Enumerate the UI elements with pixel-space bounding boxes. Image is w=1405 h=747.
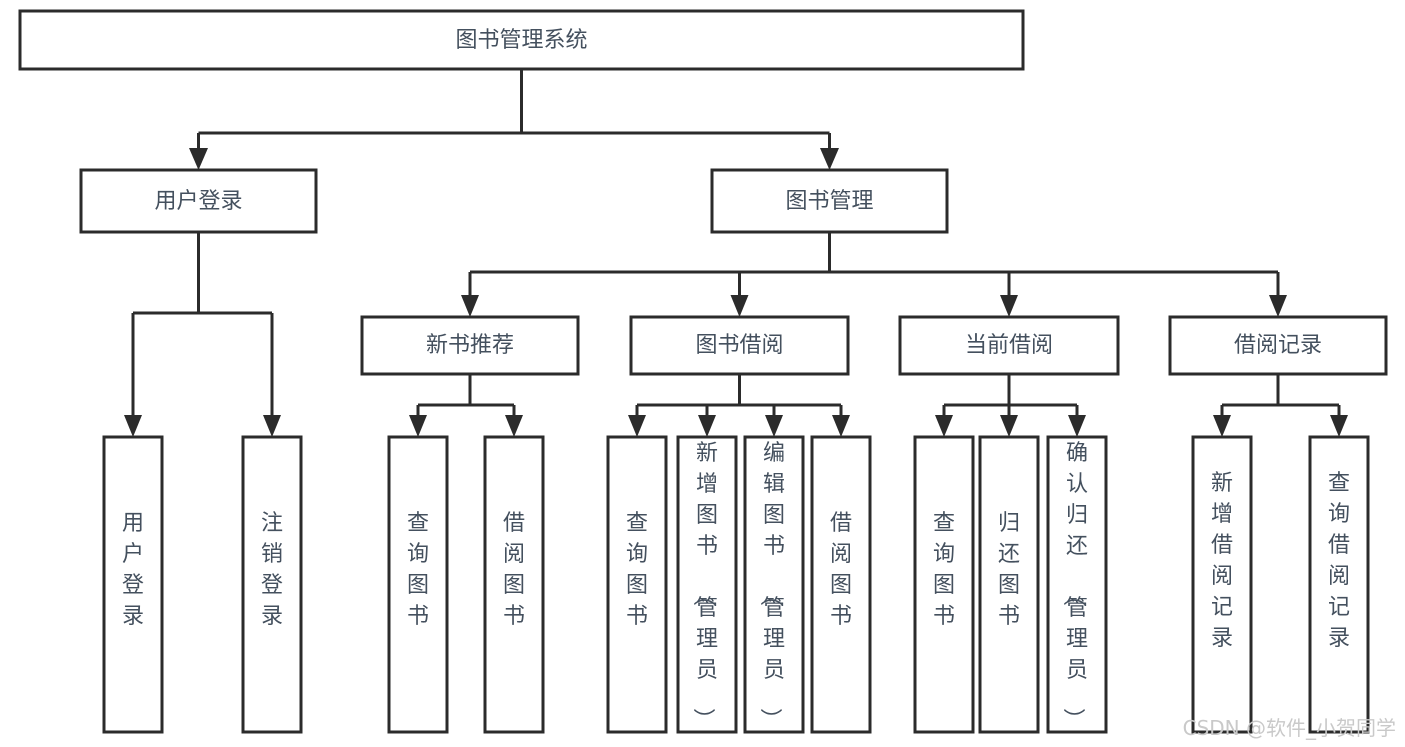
node-leaf-query-book-2-label: 查询图书 [626,511,648,629]
node-new-book-recommend[interactable]: 新书推荐 [360,315,580,376]
node-borrow-record[interactable]: 借阅记录 [1168,315,1388,376]
node-leaf-user-logout-label: 注销登录 [261,511,283,629]
node-leaf-user-login-box[interactable] [102,435,164,734]
node-book-borrow[interactable]: 图书借阅 [629,315,850,376]
node-leaf-borrow-book-1[interactable]: 借阅图书 [483,435,545,734]
node-leaf-query-record-label: 查询借阅记录 [1328,471,1350,651]
arrow-head-leaf-query-book-2 [628,415,646,437]
arrow-head-leaf-edit-book [765,415,783,437]
node-current-borrow-box[interactable] [898,315,1120,376]
arrow-head-leaf-add-book [698,415,716,437]
node-leaf-user-logout[interactable]: 注销登录 [241,435,303,734]
arrow-head-leaf-borrow-book-2 [832,415,850,437]
node-new-book-recommend-box[interactable] [360,315,580,376]
connector-group-current-borrow-to-leaves [935,374,1086,437]
node-leaf-borrow-book-2-box[interactable] [810,435,872,734]
arrow-head-book-manage [820,148,839,170]
node-leaf-query-book-2[interactable]: 查询图书 [606,435,668,734]
node-leaf-borrow-book-1-label: 借阅图书 [503,511,525,629]
arrow-head-leaf-user-login [124,415,142,437]
node-borrow-record-box[interactable] [1168,315,1388,376]
node-leaf-borrow-book-2-label: 借阅图书 [830,511,852,629]
node-leaf-add-book[interactable]: 新增图书（管理员） [676,435,738,734]
connector-group-root-to-level2 [189,69,839,170]
arrow-head-user-login [189,148,208,170]
node-leaf-borrow-book-1-box[interactable] [483,435,545,734]
node-leaf-return-book-label: 归还图书 [998,511,1020,629]
node-root-box[interactable] [18,9,1025,71]
arrow-head-new-book-recommend [461,295,479,317]
node-leaf-edit-book-box[interactable] [743,435,805,734]
node-leaf-query-book-3-label: 查询图书 [933,511,955,629]
connector-group-borrow-record-to-leaves [1213,374,1348,437]
node-leaf-return-book[interactable]: 归还图书 [978,435,1040,734]
node-borrow-record-label: 借阅记录 [1234,333,1322,358]
node-new-book-recommend-label: 新书推荐 [426,333,514,358]
node-book-manage[interactable]: 图书管理 [710,168,949,234]
arrow-head-leaf-confirm-return [1068,415,1086,437]
arrow-head-leaf-query-book-1 [409,415,427,437]
arrow-head-borrow-record [1269,295,1287,317]
node-leaf-add-book-label: 新增图书（管理员） [690,441,718,730]
node-book-manage-label: 图书管理 [785,189,873,214]
node-leaf-edit-book[interactable]: 编辑图书（管理员） [743,435,805,734]
node-current-borrow-label: 当前借阅 [965,333,1053,358]
node-user-login-box[interactable] [79,168,318,234]
arrow-head-leaf-query-book-3 [935,415,953,437]
node-leaf-confirm-return-box[interactable] [1046,435,1108,734]
arrow-head-leaf-return-book [1000,415,1018,437]
node-leaf-user-login[interactable]: 用户登录 [102,435,164,734]
node-leaf-query-book-3-box[interactable] [913,435,975,734]
node-leaf-query-record-box[interactable] [1308,435,1370,734]
arrow-head-leaf-add-record [1213,415,1231,437]
node-book-manage-box[interactable] [710,168,949,234]
arrow-head-leaf-borrow-book-1 [505,415,523,437]
node-leaf-query-record[interactable]: 查询借阅记录 [1308,435,1370,734]
arrow-head-leaf-user-logout [263,415,281,437]
node-leaf-user-logout-box[interactable] [241,435,303,734]
node-leaf-return-book-box[interactable] [978,435,1040,734]
node-leaf-query-book-1-box[interactable] [387,435,449,734]
connector-group-book-manage-to-level3 [461,232,1287,317]
node-user-login[interactable]: 用户登录 [79,168,318,234]
node-root[interactable]: 图书管理系统 [18,9,1025,71]
arrow-head-book-borrow [730,295,749,317]
node-leaf-edit-book-label: 编辑图书（管理员） [757,441,785,730]
connector-group-user-login-to-leaves [124,232,281,437]
node-book-borrow-box[interactable] [629,315,850,376]
node-leaf-query-book-1[interactable]: 查询图书 [387,435,449,734]
node-leaf-borrow-book-2[interactable]: 借阅图书 [810,435,872,734]
node-leaf-add-record-box[interactable] [1191,435,1253,734]
node-leaf-user-login-label: 用户登录 [122,511,144,629]
node-current-borrow[interactable]: 当前借阅 [898,315,1120,376]
node-book-borrow-label: 图书借阅 [695,333,783,358]
node-user-login-label: 用户登录 [154,189,242,214]
node-leaf-confirm-return[interactable]: 确认归还（管理员） [1046,435,1108,734]
connector-group-new-book-recommend-to-leaves [409,374,523,437]
node-root-label: 图书管理系统 [455,28,587,53]
node-leaf-add-record[interactable]: 新增借阅记录 [1191,435,1253,734]
node-leaf-add-book-box[interactable] [676,435,738,734]
node-leaf-query-book-1-label: 查询图书 [407,511,429,629]
csdn-watermark: CSDN @软件_小贺同学 [1183,716,1396,740]
connector-group-book-borrow-to-leaves [628,374,850,437]
arrow-head-current-borrow [1000,295,1018,317]
node-leaf-query-book-2-box[interactable] [606,435,668,734]
node-leaf-confirm-return-label: 确认归还（管理员） [1060,441,1088,730]
node-leaf-query-book-3[interactable]: 查询图书 [913,435,975,734]
node-leaf-add-record-label: 新增借阅记录 [1211,471,1233,651]
arrow-head-leaf-query-record [1330,415,1348,437]
